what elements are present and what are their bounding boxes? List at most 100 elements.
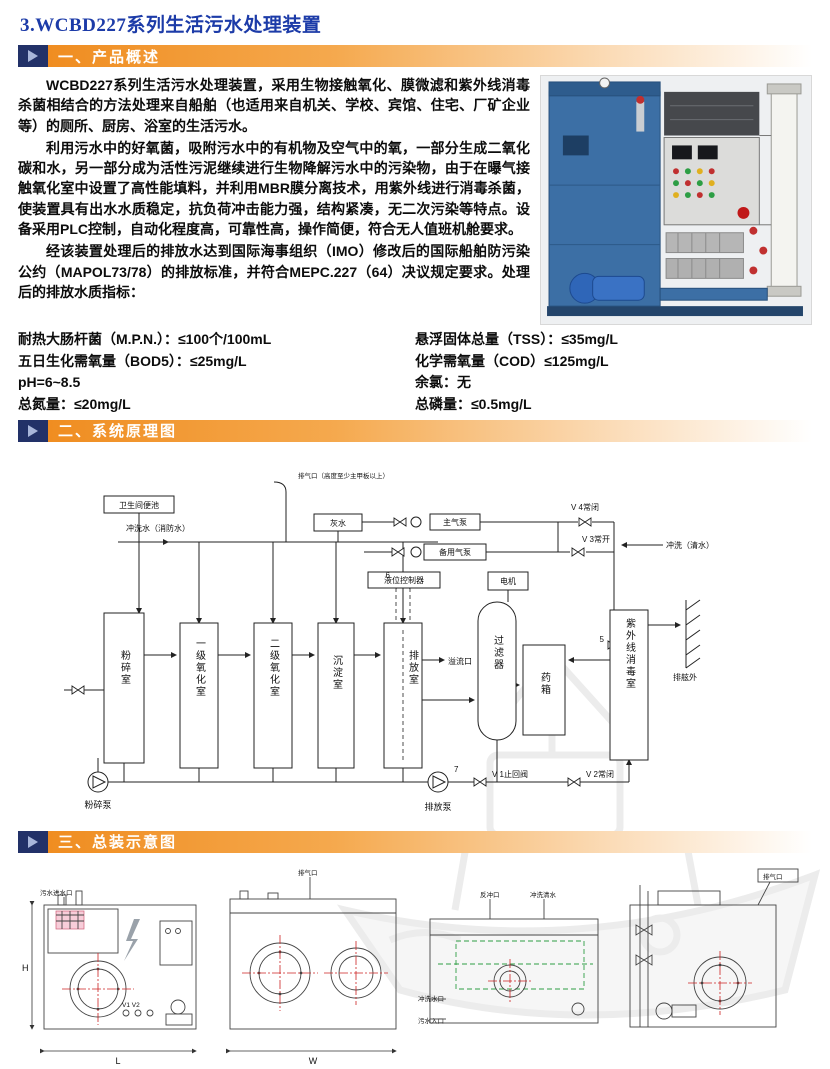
control-panel <box>663 137 760 226</box>
hatched-panel <box>55 910 85 930</box>
overview-paragraph: 经该装置处理后的排放水达到国际海事组织（IMO）修改后的国际船舶防污染公约（MA… <box>18 243 530 300</box>
flange-2 <box>242 934 318 1011</box>
spec-list: 耐热大肠杆菌（M.P.N.）：≤100个/100mL 五日生化需氧量（BOD5）… <box>18 329 812 416</box>
pump-icon <box>571 1002 585 1016</box>
spec-item: 余氯：无 <box>415 374 471 391</box>
valve-handwheel-icon <box>749 226 758 235</box>
chamber-ox2-label: 二级氧化室 <box>268 638 280 698</box>
section-marker-icon <box>18 419 48 442</box>
valve-v2-icon <box>567 777 581 787</box>
pump-icon <box>170 999 186 1015</box>
dosing-label: 药箱 <box>539 672 551 696</box>
flush-clean-label: 冲洗（清水） <box>666 540 714 550</box>
valve-v3-icon <box>571 547 585 557</box>
vent-right-label: 排气口 <box>763 872 783 881</box>
air-pump-icon <box>410 516 422 528</box>
section-marker-icon <box>18 45 48 67</box>
section-marker-icon <box>18 830 48 853</box>
product-photo <box>540 75 812 325</box>
valve-handwheel-icon <box>749 266 758 275</box>
membrane-tube <box>759 83 802 297</box>
assembly-view-rear: 排气口 <box>629 868 799 1028</box>
crush-pump-icon <box>87 771 109 793</box>
backflush-label: 反冲口 <box>480 890 500 899</box>
chamber-oxidation-2 <box>253 622 293 769</box>
section-title-schematic: 二、系统原理图 <box>58 423 178 441</box>
flush-port-label: 冲洗水口 <box>418 994 444 1003</box>
v1-label: V 1止回阀 <box>492 769 528 779</box>
assembly-view-piping: 反冲口 冲洗清水 冲洗水口 污水入口 <box>418 890 599 1025</box>
air-pump-icon <box>410 546 422 558</box>
assembly-view-front: 污水进水口 <box>22 888 197 1066</box>
lightning-icon <box>124 918 140 961</box>
chamber-sedimentation <box>317 622 355 769</box>
chamber-discharge-label: 排放室 <box>407 649 419 686</box>
air-backup-label: 备用气泵 <box>439 547 471 557</box>
pump-icon <box>655 1002 673 1020</box>
flange-5 <box>688 950 752 1015</box>
cabinet-interior <box>664 91 760 136</box>
assembly-drawings: 污水进水口 <box>22 868 799 1066</box>
valve-v4-icon <box>578 517 592 527</box>
overboard-label: 排舷外 <box>673 672 697 682</box>
spec-column-left: 耐热大肠杆菌（M.P.N.）：≤100个/100mL 五日生化需氧量（BOD5）… <box>18 329 415 416</box>
chamber-ox1-label: 一级氧化室 <box>194 638 206 698</box>
emergency-stop-button <box>737 206 750 219</box>
centrifugal-pump <box>569 272 645 304</box>
level-sensor-leads <box>395 587 411 623</box>
uv-label: 紫外线消毒室 <box>624 618 636 690</box>
discharge-pump-label: 排放泵 <box>424 801 451 812</box>
overflow-label: 溢流口 <box>448 656 472 666</box>
section-header-schematic: 二、系统原理图 <box>18 419 812 442</box>
flush-clean-label-2: 冲洗清水 <box>530 890 557 899</box>
num6-label: 6 <box>386 571 391 580</box>
page-title: 3.WCBD227系列生活污水处理装置 <box>20 15 322 36</box>
section-title-overview: 一、产品概述 <box>58 48 161 66</box>
blower-units <box>665 232 744 279</box>
spec-item: 悬浮固体总量（TSS）：≤35mg/L <box>415 331 618 347</box>
discharge-pump-icon <box>427 771 449 793</box>
section-header-overview: 一、产品概述 <box>18 45 812 67</box>
section-header-assembly: 三、总装示意图 <box>18 830 812 853</box>
dim-w-label: W <box>309 1056 318 1066</box>
chamber-crush <box>103 612 145 764</box>
section-title-assembly: 三、总装示意图 <box>58 834 178 852</box>
flange-4 <box>488 958 532 1003</box>
air-main-label: 主气泵 <box>443 517 467 527</box>
num7-label: 7 <box>454 765 459 774</box>
discharge-pipe <box>659 287 768 301</box>
dim-h-label: H <box>22 963 29 973</box>
overview-body: WCBD227系列生活污水处理装置，采用生物接触氧化、膜微滤和紫外线消毒杀菌相结… <box>18 75 812 325</box>
filter-label: 过滤器 <box>492 634 504 671</box>
chamber-settle-label: 沉淀室 <box>331 654 343 691</box>
pressure-gauge-icon <box>599 77 611 89</box>
system-schematic-diagram: 排气口（高度至少主甲板以上） 卫生间便池 冲洗水（消防水） 灰水 主气泵 备用气… <box>64 471 714 812</box>
valve-v1-icon <box>473 777 487 787</box>
spec-item: 化学需氧量（COD）≤125mg/L <box>415 352 609 369</box>
spec-item: 耐热大肠杆菌（M.P.N.）：≤100个/100mL <box>18 331 272 347</box>
vent-label: 排气口（高度至少主甲板以上） <box>298 471 389 480</box>
hull-hatching <box>685 599 701 669</box>
motor-label: 电机 <box>500 576 516 586</box>
inlet-label: 污水进水口 <box>40 888 73 897</box>
spec-item: 五日生化需氧量（BOD5）：≤25mg/L <box>18 352 247 369</box>
toilet-label: 卫生间便池 <box>119 500 159 510</box>
v1v2-label: V1 V2 <box>122 1002 140 1009</box>
filter-vessel <box>477 601 517 741</box>
assembly-view-side: 排气口 W <box>226 868 397 1066</box>
spec-column-right: 悬浮固体总量（TSS）：≤35mg/L 化学需氧量（COD）≤125mg/L 余… <box>415 329 812 416</box>
overview-paragraph: WCBD227系列生活污水处理装置，采用生物接触氧化、膜微滤和紫外线消毒杀菌相结… <box>18 77 530 134</box>
flange-3 <box>324 940 388 1005</box>
spec-item: 总氮量：≤20mg/L <box>18 396 131 413</box>
vent-label-2: 排气口 <box>298 868 318 877</box>
flange-1 <box>62 952 134 1025</box>
grey-water-label: 灰水 <box>330 518 346 528</box>
dim-l-label: L <box>115 1056 120 1066</box>
flush-fire-label: 冲洗水（消防水） <box>126 523 190 533</box>
spec-item: 总磷量：≤0.5mg/L <box>415 396 532 413</box>
num5-label: 5 <box>600 635 605 644</box>
spec-item: pH=6~8.5 <box>18 374 81 391</box>
v4-label: V 4常闭 <box>571 503 599 512</box>
v2-label: V 2常闭 <box>586 770 614 779</box>
